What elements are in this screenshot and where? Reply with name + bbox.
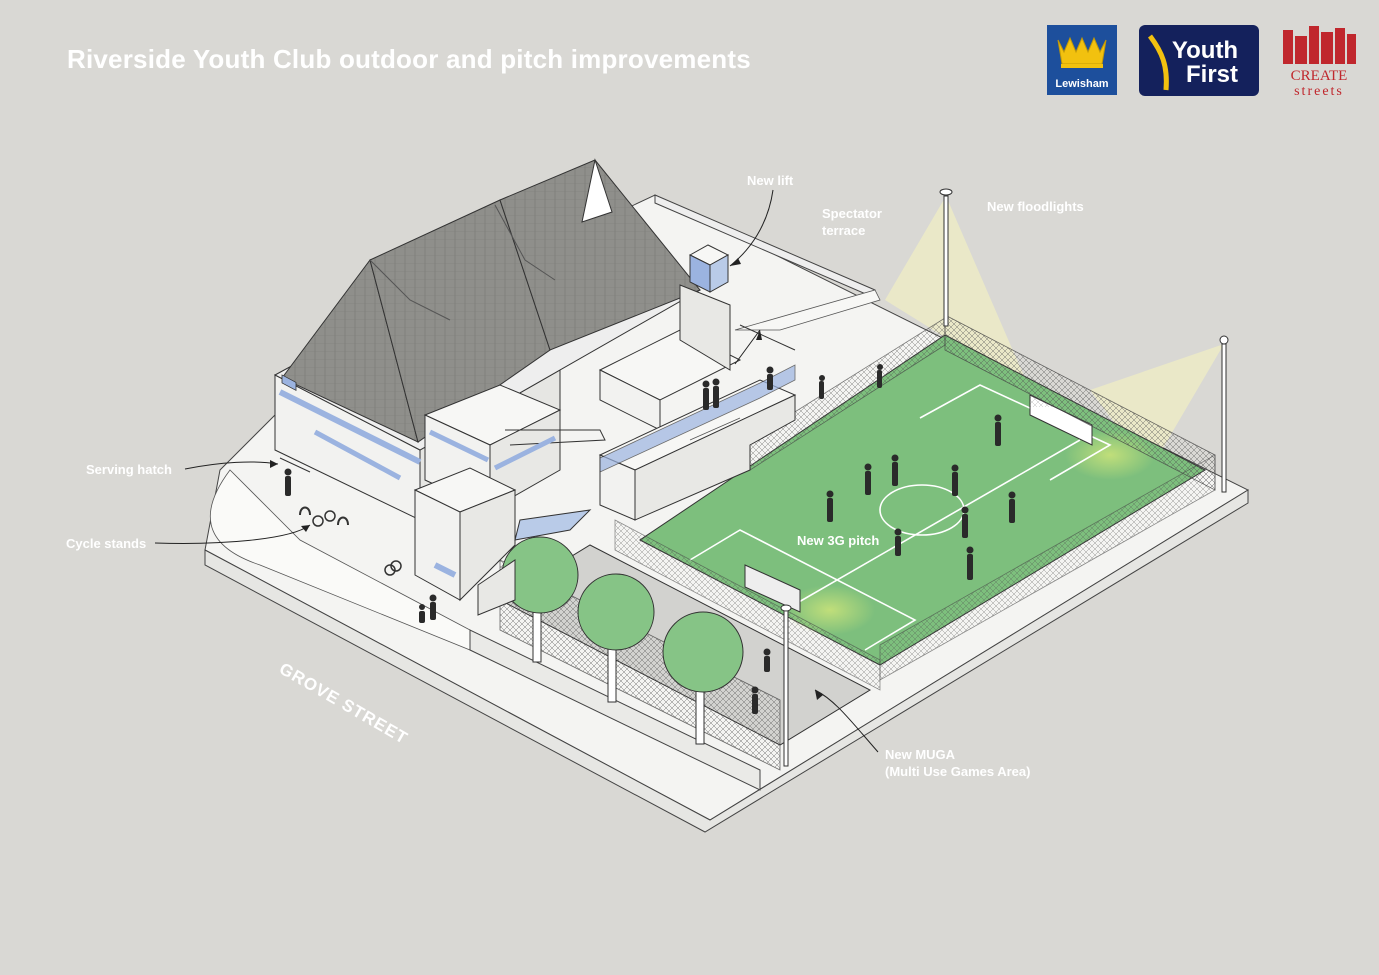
label-spectator-terrace-line1: Spectator xyxy=(822,206,882,221)
pedestrian xyxy=(877,364,883,388)
lewisham-logo-text: Lewisham xyxy=(1055,78,1108,90)
rear-boundary xyxy=(654,194,881,331)
pedestrian xyxy=(419,604,425,623)
label-new-floodlights: New floodlights xyxy=(987,199,1084,214)
label-cycle-stands: Cycle stands xyxy=(66,536,146,551)
tree-3 xyxy=(662,611,744,745)
player xyxy=(894,528,902,556)
create-streets-line1: CREATE xyxy=(1291,68,1348,84)
crown-icon xyxy=(1057,36,1107,68)
3g-pitch xyxy=(639,334,1207,666)
label-new-3g-pitch: New 3G pitch xyxy=(797,533,879,548)
main-block-windows xyxy=(281,374,297,391)
cycle-stands-leader xyxy=(154,524,311,544)
player xyxy=(994,414,1002,446)
label-new-lift: New lift xyxy=(747,173,794,188)
label-new-muga-line2: (Multi Use Games Area) xyxy=(885,764,1030,779)
player xyxy=(763,648,771,672)
lewisham-logo: Lewisham xyxy=(1047,25,1117,95)
player xyxy=(826,490,834,522)
pitched-roofs xyxy=(281,158,701,443)
player xyxy=(961,506,969,538)
pedestrian xyxy=(284,468,292,496)
pedestrian xyxy=(819,375,825,399)
lift-shaft xyxy=(688,244,730,293)
pitch-fences xyxy=(614,314,1216,691)
leader-arrowheads xyxy=(270,258,823,700)
label-new-muga-line1: New MUGA xyxy=(885,747,956,762)
youth-first-logo: Youth First xyxy=(1139,25,1259,96)
terrace-balustrade xyxy=(599,324,796,473)
spectator xyxy=(712,378,720,408)
youth-first-line1: Youth xyxy=(1172,37,1238,64)
player xyxy=(864,463,872,495)
create-streets-line2: streets xyxy=(1294,84,1344,99)
label-spectator-terrace-line2: terrace xyxy=(822,223,865,238)
spectator xyxy=(766,366,774,390)
player xyxy=(751,686,759,714)
page-title: Riverside Youth Club outdoor and pitch i… xyxy=(67,44,751,74)
create-streets-logo: CREATE streets xyxy=(1283,26,1356,99)
goal-south xyxy=(744,564,801,613)
trees xyxy=(501,536,744,745)
cycle-stands xyxy=(299,506,402,576)
muga-leader xyxy=(814,689,879,753)
players xyxy=(284,364,1016,714)
player xyxy=(966,546,974,580)
label-grove-street: GROVE STREET xyxy=(276,659,411,748)
youth-club-building xyxy=(273,158,797,616)
spectator xyxy=(702,380,710,410)
pedestrian xyxy=(429,594,437,620)
player xyxy=(891,454,899,486)
tree-2 xyxy=(577,573,655,703)
player xyxy=(1008,491,1016,523)
player xyxy=(951,464,959,496)
youth-first-line2: First xyxy=(1186,61,1238,88)
label-serving-hatch: Serving hatch xyxy=(86,462,172,477)
buildings-icon xyxy=(1283,26,1356,64)
terrace-leader xyxy=(734,329,761,365)
